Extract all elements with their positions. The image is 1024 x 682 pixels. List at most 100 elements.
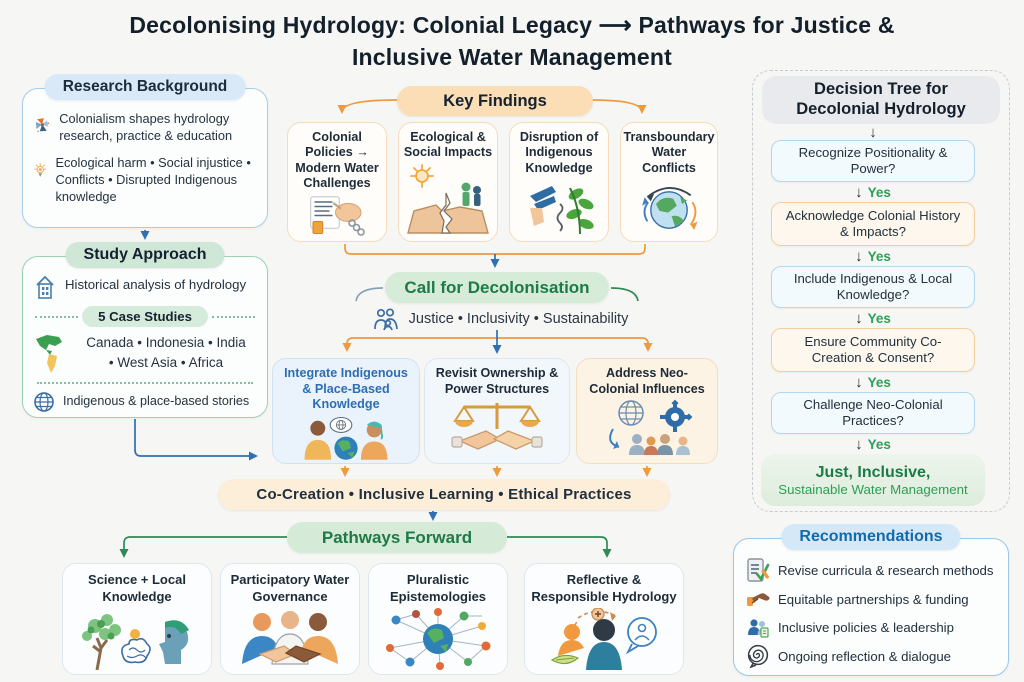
finding-transboundary-conflicts: Transboundary Water Conflicts	[620, 122, 718, 242]
checklist-icon	[747, 558, 770, 582]
pathway-title: Reflective & Responsible Hydrology	[531, 572, 677, 604]
recommendation-reflection: Ongoing reflection & dialogue	[746, 644, 1000, 668]
inclusive-policy-icon	[748, 619, 769, 638]
finding-disruption-knowledge: Disruption of Indigenous Knowledge	[509, 122, 609, 242]
down-arrow-icon: ↓	[855, 373, 863, 391]
action-integrate-knowledge: Integrate Indigenous & Place-Based Knowl…	[272, 358, 420, 464]
globe-gear-icon	[609, 400, 693, 456]
study-approach-header: Study Approach	[65, 242, 225, 268]
recommendation-text: Equitable partnerships & funding	[778, 591, 969, 607]
research-item-text: Colonialism shapes hydrology research, p…	[59, 111, 233, 143]
spiral-dialogue-icon	[747, 644, 769, 668]
call-for-decolonisation-header: Call for Decolonisation	[385, 272, 609, 303]
action-title: Revisit Ownership & Power Structures	[435, 366, 559, 396]
connector-study-to-flow	[134, 419, 258, 461]
partnership-hand-icon	[747, 593, 770, 606]
research-item-harms: Ecological harm • Social injustice • Con…	[33, 153, 257, 205]
decision-yes-row: ↓ Yes	[771, 434, 975, 454]
research-background-card: Research Background Colonialism shapes h…	[22, 74, 268, 228]
decision-step-history: Acknowledge Colonial History & Impacts?	[771, 202, 975, 246]
principles-bar: Co-Creation • Inclusive Learning • Ethic…	[218, 479, 670, 510]
building-icon	[36, 275, 54, 299]
action-title: Integrate Indigenous & Place-Based Knowl…	[284, 366, 408, 412]
connector-call-curve-right	[610, 287, 639, 302]
decision-arrow-row: ↓	[771, 124, 975, 140]
connector-keyfindings-left	[337, 99, 398, 114]
yes-label: Yes	[867, 248, 891, 264]
decision-step-positionality: Recognize Positionality & Power?	[771, 140, 975, 182]
page-title-line2: Inclusive Water Management	[351, 44, 673, 71]
tree-brain-icon	[82, 613, 189, 670]
recommendation-text: Ongoing reflection & dialogue	[778, 648, 952, 664]
research-background-header: Research Background	[44, 74, 246, 100]
action-neo-colonial: Address Neo-Colonial Influences	[576, 358, 718, 464]
finding-title: Disruption of Indigenous Knowledge	[519, 130, 599, 175]
scales-handshake-icon	[451, 403, 543, 451]
decision-outcome: Just, Inclusive, Sustainable Water Manag…	[761, 454, 985, 506]
pathway-title: Science + Local Knowledge	[88, 572, 186, 604]
connector-keyfindings-right	[591, 99, 647, 114]
recommendation-text: Inclusive policies & leadership	[778, 619, 954, 635]
connector-pathways-right	[507, 536, 612, 558]
indigenous-knowledge-icon	[530, 186, 594, 235]
down-arrow-icon: ↓	[855, 309, 863, 327]
lightbulb-icon	[34, 163, 47, 178]
pathway-participatory: Participatory Water Governance	[220, 563, 360, 675]
page-title-line1: Decolonising Hydrology: Colonial Legacy …	[129, 12, 895, 38]
finding-colonial-policies: Colonial Policies → Modern Water Challen…	[287, 122, 387, 242]
action-revisit-ownership: Revisit Ownership & Power Structures	[424, 358, 570, 464]
case-countries-line2: • West Asia • Africa	[108, 354, 224, 370]
down-arrow-icon: ↓	[869, 123, 877, 141]
document-chain-icon	[310, 196, 365, 237]
decision-yes-row: ↓ Yes	[771, 372, 975, 392]
people-group-icon	[373, 308, 398, 331]
yes-label: Yes	[867, 310, 891, 326]
pathway-reflective: Reflective & Responsible Hydrology	[524, 563, 684, 675]
recommendations-card: Recommendations Revise curricula & resea…	[733, 524, 1009, 676]
dotted-separator	[37, 382, 253, 384]
study-approach-card: Study Approach Historical analysis of hy…	[22, 242, 268, 418]
globe-icon	[34, 392, 54, 412]
case-studies-row: 5 Case Studies	[35, 306, 255, 327]
decision-yes-row: ↓ Yes	[771, 182, 975, 202]
finding-title: Transboundary Water Conflicts	[623, 130, 715, 175]
connector-split-bracket	[342, 337, 649, 352]
connector-pathways-left	[119, 536, 287, 558]
recommendation-text: Revise curricula & research methods	[778, 562, 994, 578]
down-arrow-icon: ↓	[855, 183, 863, 201]
yes-label: Yes	[867, 436, 891, 452]
decision-outcome-line2: Sustainable Water Management	[778, 481, 968, 497]
study-item-stories: Indigenous & place-based stories	[33, 391, 257, 413]
call-values-row: Justice • Inclusivity • Sustainability	[337, 306, 663, 332]
yes-label: Yes	[867, 374, 891, 390]
key-findings-header: Key Findings	[397, 86, 593, 116]
case-studies-pill: 5 Case Studies	[82, 306, 208, 327]
pinwheel-icon	[35, 118, 50, 133]
study-item-historical: Historical analysis of hydrology	[33, 274, 257, 300]
globe-conflict-icon	[642, 187, 698, 231]
decision-yes-row: ↓ Yes	[771, 308, 975, 328]
recommendations-header: Recommendations	[781, 524, 961, 550]
connector-call-curve-left	[355, 287, 384, 302]
pathway-pluralistic: Pluralistic Epistemologies	[368, 563, 508, 675]
research-item-text: Ecological harm • Social injustice • Con…	[55, 155, 251, 204]
call-values-text: Justice • Inclusivity • Sustainability	[408, 311, 629, 327]
reflection-dialogue-icon	[550, 607, 657, 670]
study-item-text: Indigenous & place-based stories	[63, 394, 250, 408]
pathways-forward-header: Pathways Forward	[287, 522, 507, 553]
decision-tree-header: Decision Tree for Decolonial Hydrology	[762, 76, 1000, 124]
decision-step-indigenous: Include Indigenous & Local Knowledge?	[771, 266, 975, 308]
pathway-science-local: Science + Local Knowledge	[62, 563, 212, 675]
page-title: Decolonising Hydrology: Colonial Legacy …	[40, 9, 984, 73]
down-arrow-icon: ↓	[855, 247, 863, 265]
decision-step-neocolonial: Challenge Neo-Colonial Practices?	[771, 392, 975, 434]
recommendation-policies: Inclusive policies & leadership	[746, 615, 1000, 639]
network-globe-icon	[386, 607, 491, 670]
research-item-colonialism: Colonialism shapes hydrology research, p…	[33, 109, 257, 144]
case-countries-line1: Canada • Indonesia • India	[86, 335, 246, 350]
cracked-earth-icon	[407, 163, 489, 234]
finding-ecological-impacts: Ecological & Social Impacts	[398, 122, 498, 242]
study-item-text: Historical analysis of hydrology	[65, 277, 247, 292]
pathway-title: Participatory Water Governance	[230, 572, 350, 604]
